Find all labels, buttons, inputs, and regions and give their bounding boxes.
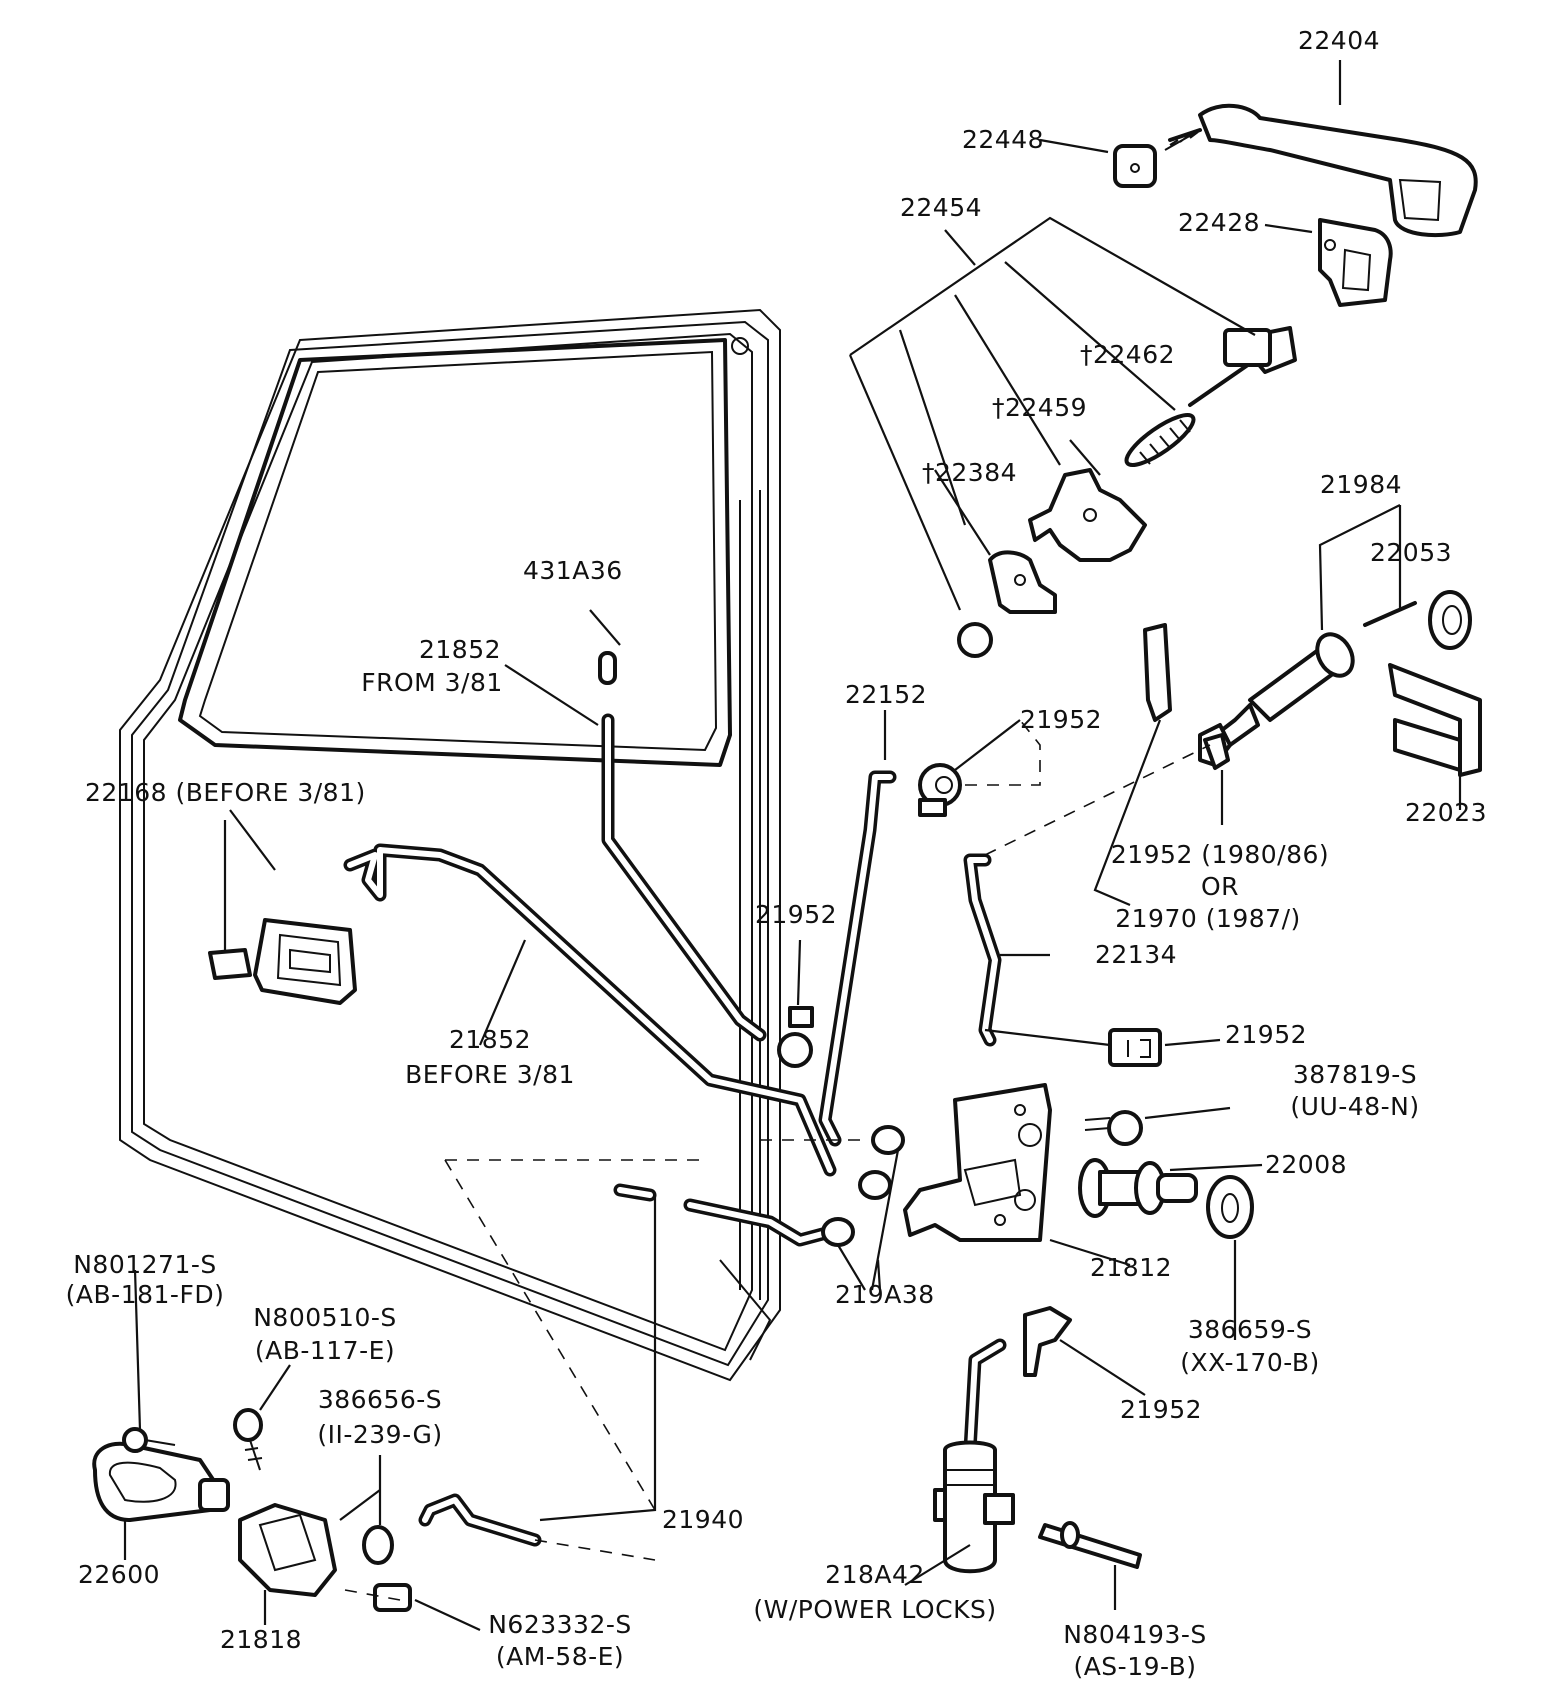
- label-N623332-S-code: (AM-58-E): [495, 1642, 625, 1671]
- check-arm-22600: [92, 1441, 230, 1522]
- leader-lines: [123, 60, 1462, 1631]
- frame-screw-hole: [731, 337, 749, 355]
- label-22454: 22454: [900, 193, 983, 222]
- label-21852-before: 21852: [448, 1025, 532, 1054]
- label-386659-S: 386659-S: [1187, 1315, 1313, 1344]
- label-22459: †22459: [992, 393, 1088, 422]
- bushing: [957, 622, 993, 658]
- label-431A36: 431A36: [523, 556, 623, 585]
- outside-handle-22404: [1164, 103, 1478, 238]
- label-22428: 22428: [1178, 208, 1261, 237]
- label-21852-from-note: FROM 3/81: [361, 668, 503, 697]
- label-N804193-S-code: (AS-19-B): [1073, 1652, 1197, 1681]
- label-21952-1980-86: 21952 (1980/86): [1110, 840, 1330, 869]
- label-21952-clip-d: 21952: [1120, 1395, 1203, 1424]
- label-N800510-S: N800510-S: [253, 1303, 397, 1332]
- clip-21952-lock: [1143, 623, 1172, 722]
- label-386656-S-code: (II-239-G): [317, 1420, 443, 1449]
- clip-21952-22134: [1108, 1028, 1162, 1067]
- striker-22008: [1078, 1158, 1198, 1218]
- screw-387819-S: [1084, 1110, 1143, 1146]
- retainer-22023: [1388, 663, 1482, 777]
- label-21852-before-note: BEFORE 3/81: [405, 1060, 575, 1089]
- clip-21952-22152: [918, 763, 962, 817]
- spring-22462: [1124, 413, 1196, 467]
- label-22008: 22008: [1265, 1150, 1348, 1179]
- inside-handle-22168: [208, 918, 357, 1005]
- label-or: OR: [1200, 872, 1240, 901]
- label-21940: 21940: [662, 1505, 745, 1534]
- clips-219A38: [821, 1125, 905, 1247]
- label-21818: 21818: [220, 1625, 303, 1654]
- rod-21852-from-3-81: [601, 713, 767, 1042]
- label-N800510-S-code: (AB-117-E): [254, 1336, 396, 1365]
- pad-22448: [1113, 144, 1157, 188]
- plunger-22454: [1188, 326, 1297, 407]
- lever-22384: [988, 550, 1057, 614]
- latch-21812: [903, 1083, 1052, 1242]
- label-22462: †22462: [1080, 340, 1176, 369]
- label-21952-clip-b: 21952: [755, 900, 838, 929]
- label-N801271-S-code: (AB-181-FD): [65, 1280, 225, 1309]
- clip-21952-door: [777, 1006, 814, 1068]
- rod-21852-before-3-81: [343, 843, 837, 1177]
- actuator-218A42: [933, 1338, 1015, 1574]
- cap-431A36: [598, 651, 617, 685]
- label-22134: 22134: [1095, 940, 1178, 969]
- screw-N800510-S: [233, 1408, 263, 1471]
- bushing-386656-S: [362, 1525, 394, 1565]
- label-22168: 22168 (BEFORE 3/81): [85, 778, 366, 807]
- label-21970-1987: 21970 (1987/): [1115, 904, 1301, 933]
- label-386656-S: 386656-S: [317, 1385, 443, 1414]
- washer-386659-S: [1206, 1175, 1254, 1239]
- screw-N801271-S: [122, 1427, 176, 1453]
- label-22053: 22053: [1370, 538, 1453, 567]
- label-22152: 22152: [845, 680, 928, 709]
- label-386659-S-code: (XX-170-B): [1180, 1348, 1320, 1377]
- label-219A38: 219A38: [835, 1280, 935, 1309]
- lever-22459: [1028, 468, 1147, 562]
- key-22053: [1363, 590, 1472, 650]
- door-panel: [119, 308, 781, 1382]
- label-22600: 22600: [78, 1560, 161, 1589]
- clip-21952-actuator: [1023, 1306, 1072, 1377]
- label-21852-from: 21852: [418, 635, 502, 664]
- gasket-22428: [1318, 218, 1393, 307]
- rod-21940: [418, 1493, 542, 1547]
- label-218A42-note: (W/POWER LOCKS): [753, 1595, 997, 1624]
- label-N623332-S: N623332-S: [488, 1610, 632, 1639]
- label-N804193-S: N804193-S: [1063, 1620, 1207, 1649]
- window-opening: [178, 338, 732, 767]
- label-218A42: 218A42: [825, 1560, 925, 1589]
- bracket-21818: [238, 1503, 337, 1597]
- clip-21952-lockrod: [1203, 733, 1230, 770]
- label-22448: 22448: [962, 125, 1045, 154]
- label-21952-clip-a: 21952: [1020, 705, 1103, 734]
- label-22384: †22384: [922, 458, 1018, 487]
- label-N801271-S: N801271-S: [73, 1250, 217, 1279]
- label-21812: 21812: [1090, 1253, 1173, 1282]
- nut-N623332-S: [373, 1583, 412, 1612]
- rod-21940-upper: [613, 1183, 837, 1247]
- label-387819-S-code: (UU-48-N): [1290, 1092, 1420, 1121]
- label-21952-clip-c: 21952: [1225, 1020, 1308, 1049]
- label-387819-S: 387819-S: [1292, 1060, 1418, 1089]
- pin-N804193-S: [1038, 1521, 1142, 1569]
- rod-22152: [818, 770, 897, 1147]
- label-22404: 22404: [1298, 26, 1381, 55]
- rod-22134: [963, 853, 1002, 1047]
- label-22023: 22023: [1405, 798, 1488, 827]
- label-21984: 21984: [1320, 470, 1403, 499]
